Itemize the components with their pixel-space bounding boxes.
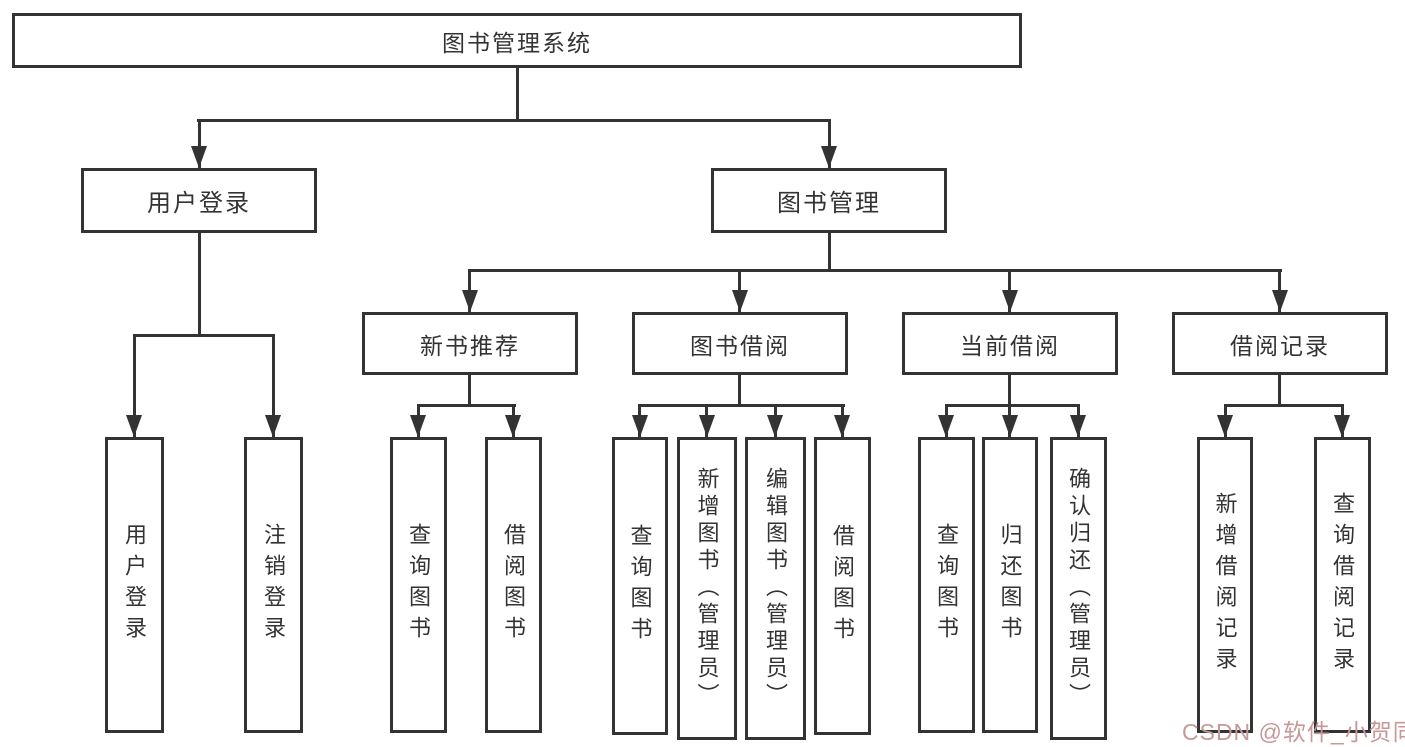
- connector-line: [198, 233, 201, 336]
- node-current-borrow: 当前借阅: [902, 312, 1118, 375]
- leaf-nb-borrow-book-label: 借阅图书: [501, 523, 527, 647]
- leaf-bb-edit-book: 编辑图书（管理员）: [745, 437, 806, 740]
- connector-line: [272, 334, 275, 437]
- connector-line: [1224, 404, 1344, 407]
- arrow-down-icon: [1334, 415, 1350, 437]
- connector-line: [417, 404, 516, 407]
- connector-line: [738, 375, 741, 406]
- leaf-bb-add-book-label: 新增图书（管理员）: [694, 467, 720, 710]
- arrow-down-icon: [462, 290, 478, 312]
- leaf-br-add-record-label: 新增借阅记录: [1212, 492, 1238, 678]
- arrow-down-icon: [126, 415, 142, 437]
- connector-line: [638, 404, 845, 407]
- connector-line: [468, 375, 471, 406]
- node-new-book-recommend: 新书推荐: [362, 312, 578, 375]
- leaf-cb-query-book-label: 查询图书: [934, 523, 960, 647]
- node-borrow-record: 借阅记录: [1172, 312, 1388, 375]
- leaf-user-login-label: 用户登录: [122, 523, 148, 647]
- node-book-borrow-label: 图书借阅: [690, 332, 790, 359]
- node-book-management: 图书管理: [711, 168, 947, 233]
- arrow-down-icon: [1002, 290, 1018, 312]
- leaf-nb-query-book: 查询图书: [390, 437, 447, 733]
- leaf-bb-edit-book-label: 编辑图书（管理员）: [763, 467, 789, 710]
- connector-line: [828, 119, 831, 168]
- arrow-down-icon: [821, 146, 837, 168]
- arrow-down-icon: [1002, 415, 1018, 437]
- node-current-borrow-label: 当前借阅: [960, 332, 1060, 359]
- leaf-bb-add-book: 新增图书（管理员）: [677, 437, 737, 740]
- connector-line: [1008, 375, 1011, 406]
- connector-line: [133, 334, 275, 337]
- arrow-down-icon: [632, 415, 648, 437]
- connector-line: [828, 233, 831, 272]
- arrow-down-icon: [410, 415, 426, 437]
- arrow-down-icon: [1217, 415, 1233, 437]
- leaf-bb-borrow-book-label: 借阅图书: [830, 524, 856, 648]
- arrow-down-icon: [191, 146, 207, 168]
- arrow-down-icon: [767, 415, 783, 437]
- leaf-cb-confirm-return: 确认归还（管理员）: [1050, 437, 1107, 740]
- node-borrow-record-label: 借阅记录: [1230, 332, 1330, 359]
- connector-line: [469, 269, 1282, 272]
- node-book-management-label: 图书管理: [777, 190, 881, 217]
- connector-line: [516, 67, 519, 120]
- leaf-nb-borrow-book: 借阅图书: [485, 437, 542, 733]
- arrow-down-icon: [505, 415, 521, 437]
- node-root-label: 图书管理系统: [442, 29, 592, 56]
- node-book-borrow: 图书借阅: [632, 312, 848, 375]
- arrow-down-icon: [1272, 290, 1288, 312]
- connector-line: [133, 334, 136, 437]
- leaf-br-add-record: 新增借阅记录: [1197, 437, 1253, 733]
- node-new-book-recommend-label: 新书推荐: [420, 332, 520, 359]
- leaf-bb-query-book: 查询图书: [612, 437, 668, 735]
- leaf-cb-confirm-return-label: 确认归还（管理员）: [1066, 467, 1092, 710]
- arrow-down-icon: [1070, 415, 1086, 437]
- arrow-down-icon: [938, 415, 954, 437]
- arrow-down-icon: [732, 290, 748, 312]
- leaf-br-query-record-label: 查询借阅记录: [1330, 492, 1356, 678]
- leaf-nb-query-book-label: 查询图书: [406, 523, 432, 647]
- csdn-watermark: CSDN @软件_小贺同学: [1182, 719, 1405, 745]
- leaf-br-query-record: 查询借阅记录: [1314, 437, 1371, 733]
- leaf-cb-query-book: 查询图书: [918, 437, 975, 733]
- node-root: 图书管理系统: [12, 13, 1022, 68]
- leaf-cb-return-book: 归还图书: [982, 437, 1038, 733]
- connector-line: [1278, 375, 1281, 406]
- arrow-down-icon: [265, 415, 281, 437]
- leaf-bb-query-book-label: 查询图书: [627, 524, 653, 648]
- arrow-down-icon: [699, 415, 715, 437]
- leaf-logout-label: 注销登录: [261, 523, 287, 647]
- connector-line: [198, 119, 201, 168]
- connector-line: [945, 404, 1080, 407]
- node-user-login: 用户登录: [81, 168, 317, 233]
- arrow-down-icon: [834, 415, 850, 437]
- leaf-bb-borrow-book: 借阅图书: [814, 437, 871, 735]
- leaf-user-login: 用户登录: [105, 437, 164, 733]
- node-user-login-label: 用户登录: [147, 190, 251, 217]
- connector-line: [197, 119, 831, 122]
- leaf-logout: 注销登录: [244, 437, 303, 733]
- leaf-cb-return-book-label: 归还图书: [997, 523, 1023, 647]
